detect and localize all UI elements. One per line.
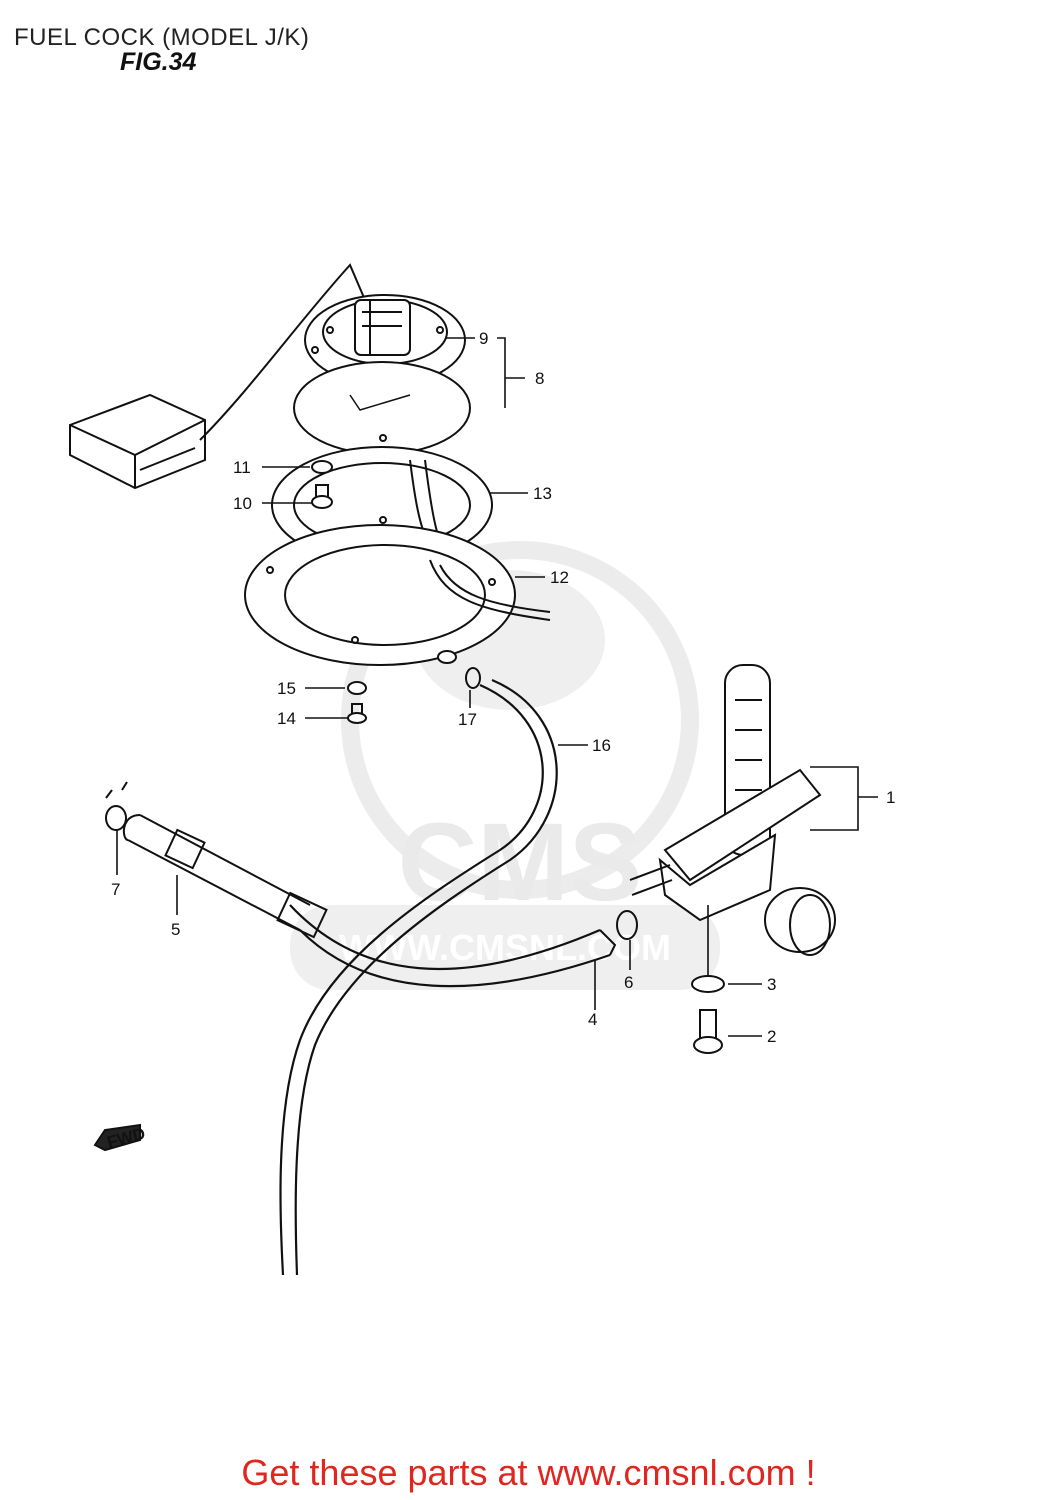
callout-11: 11 (233, 458, 251, 477)
watermark-brand: CMS (398, 801, 642, 924)
callout-3: 3 (767, 975, 776, 994)
tank-mounting-plate (244, 524, 551, 666)
exploded-parts-diagram: CMS WWW.CMSNL.COM (69, 263, 895, 1276)
callout-14: 14 (277, 709, 296, 728)
callout-4: 4 (588, 1010, 597, 1029)
bolt-2 (693, 1009, 723, 1054)
callout-8: 8 (535, 369, 544, 388)
gauge-gasket (293, 361, 471, 455)
nut-15 (347, 681, 367, 695)
callout-13: 13 (533, 484, 552, 503)
callout-6: 6 (624, 973, 633, 992)
clip-6 (616, 910, 638, 940)
callout-9: 9 (479, 329, 488, 348)
figure-number: FIG.34 (120, 48, 197, 76)
callout-16: 16 (592, 736, 611, 755)
callout-1: 1 (886, 788, 895, 807)
get-parts-link[interactable]: Get these parts at www.cmsnl.com ! (241, 1452, 816, 1493)
clip-7 (105, 781, 128, 831)
callout-10: 10 (233, 494, 252, 513)
leader-lines (116, 337, 878, 1037)
screw-10 (311, 484, 333, 509)
page-title: FUEL COCK (MODEL J/K) (14, 24, 310, 51)
fuel-cock (629, 664, 836, 956)
washer-3 (691, 975, 725, 993)
clip-17 (437, 650, 481, 689)
callout-7: 7 (111, 880, 120, 899)
callout-labels: 1 2 3 4 5 6 7 8 9 10 11 12 13 14 15 16 1… (105, 329, 895, 1152)
hose-connector-5 (122, 814, 328, 939)
float-arm (199, 263, 386, 441)
forward-arrow-icon (93, 1123, 141, 1152)
breather-hose-16 (279, 683, 544, 1276)
fuel-float (69, 393, 206, 490)
callout-2: 2 (767, 1027, 776, 1046)
washer-11 (311, 460, 333, 474)
cms-watermark: CMS WWW.CMSNL.COM (290, 541, 720, 990)
callout-12: 12 (550, 568, 569, 587)
callout-5: 5 (171, 920, 180, 939)
callout-17: 17 (458, 710, 477, 729)
fuel-hose-4 (289, 904, 617, 988)
callout-15: 15 (277, 679, 296, 698)
